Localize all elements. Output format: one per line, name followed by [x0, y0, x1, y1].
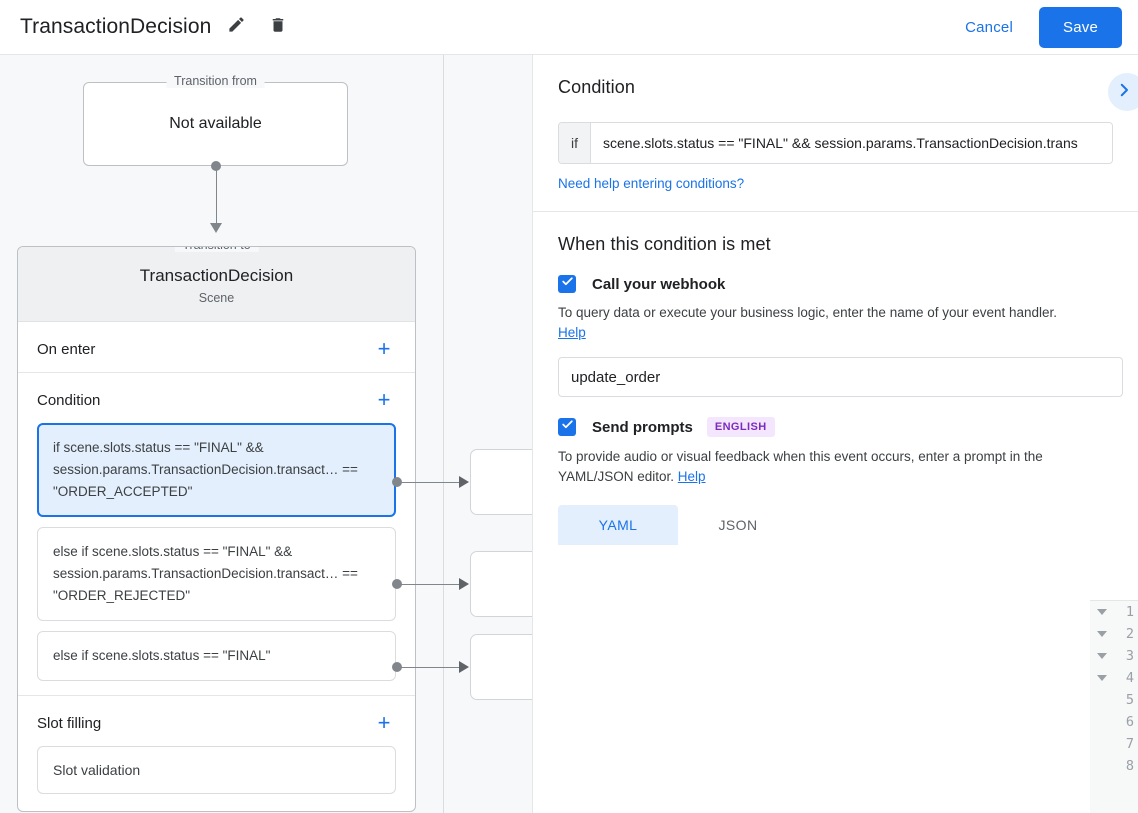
trash-icon — [269, 16, 287, 39]
fold-toggle-icon[interactable] — [1097, 675, 1107, 681]
condition-list: if scene.slots.status == "FINAL" && sess… — [18, 423, 415, 695]
fold-toggle-icon[interactable] — [1097, 653, 1107, 659]
cancel-button[interactable]: Cancel — [951, 10, 1027, 45]
language-badge: ENGLISH — [706, 417, 775, 437]
slot-validation-card[interactable]: Slot validation — [37, 746, 396, 794]
transition-to-legend: Transition to — [174, 247, 259, 252]
prompts-description: To provide audio or visual feedback when… — [533, 447, 1108, 487]
line-number: 2 — [1125, 626, 1134, 642]
condition-expression-input[interactable] — [591, 123, 1112, 163]
line-number: 4 — [1125, 670, 1134, 686]
condition-3-connector-arrow — [459, 661, 469, 673]
gutter-row: 3 — [1090, 645, 1138, 667]
gutter-row: 5 — [1090, 689, 1138, 711]
prompts-checkbox-row: Send prompts ENGLISH — [533, 417, 1138, 437]
webhook-description: To query data or execute your business l… — [533, 303, 1108, 343]
condition-3-target-node[interactable] — [470, 634, 532, 700]
slot-filling-list: Slot validation — [18, 746, 415, 808]
editor-gutter: 1 2 3 4 5 6 7 8 — [1090, 601, 1138, 813]
section-on-enter: On enter + — [18, 322, 415, 373]
webhook-handler-input[interactable] — [558, 357, 1123, 397]
checkmark-icon — [561, 275, 574, 293]
condition-1-connector-line — [397, 482, 459, 483]
section-condition-label: Condition — [37, 391, 101, 409]
condition-1-target-node[interactable] — [470, 449, 532, 515]
expand-panel-button[interactable] — [1108, 73, 1138, 111]
call-webhook-checkbox[interactable] — [558, 275, 576, 293]
edit-name-button[interactable] — [219, 10, 253, 44]
line-number: 3 — [1125, 648, 1134, 664]
condition-if-prefix: if — [559, 123, 591, 163]
transition-from-node[interactable]: Transition from Not available — [83, 74, 348, 166]
need-help-conditions-link[interactable]: Need help entering conditions? — [558, 176, 745, 191]
transition-from-title: Not available — [169, 115, 262, 132]
fold-toggle-icon[interactable] — [1097, 631, 1107, 637]
condition-card-2[interactable]: else if scene.slots.status == "FINAL" &&… — [37, 527, 396, 621]
condition-card-1[interactable]: if scene.slots.status == "FINAL" && sess… — [37, 423, 396, 517]
condition-heading: Condition — [558, 77, 635, 97]
condition-input-group[interactable]: if — [558, 122, 1113, 164]
line-number: 8 — [1125, 758, 1134, 774]
page-title: TransactionDecision — [20, 15, 212, 38]
send-prompts-checkbox[interactable] — [558, 418, 576, 436]
transition-to-node[interactable]: Transition to TransactionDecision Scene … — [17, 246, 416, 812]
section-slot-filling-label: Slot filling — [37, 714, 102, 732]
section-slot-filling: Slot filling + Slot validation — [18, 696, 415, 808]
gutter-row: 4 — [1090, 667, 1138, 689]
gutter-row: 7 — [1090, 733, 1138, 755]
line-number: 1 — [1125, 604, 1134, 620]
webhook-description-text: To query data or execute your business l… — [558, 305, 1058, 320]
scene-header: TransactionDecision Scene — [18, 247, 415, 322]
line-number: 5 — [1125, 692, 1134, 708]
webhook-help-link[interactable]: Help — [558, 325, 586, 340]
save-button[interactable]: Save — [1039, 6, 1122, 48]
canvas-rail — [443, 55, 444, 813]
connector-arrow-down — [210, 223, 222, 233]
pencil-icon — [227, 15, 246, 39]
condition-2-connector-arrow — [459, 578, 469, 590]
gutter-row: 1 — [1090, 601, 1138, 623]
prompts-help-link[interactable]: Help — [677, 469, 706, 484]
condition-2-connector-line — [397, 584, 459, 585]
fold-toggle-icon[interactable] — [1097, 609, 1107, 615]
when-condition-met-section: When this condition is met Call your web… — [533, 212, 1138, 545]
section-on-enter-label: On enter — [37, 340, 96, 358]
condition-section: Condition if Need help entering conditio… — [533, 55, 1138, 212]
delete-button[interactable] — [261, 10, 295, 44]
line-number: 7 — [1125, 736, 1134, 752]
condition-2-target-node[interactable] — [470, 551, 532, 617]
gutter-row: 2 — [1090, 623, 1138, 645]
add-condition-button[interactable]: + — [377, 387, 391, 412]
top-bar: TransactionDecision Cancel Save — [0, 0, 1138, 55]
scene-kind: Scene — [198, 291, 235, 305]
call-webhook-label: Call your webhook — [592, 275, 726, 293]
scene-graph-canvas[interactable]: Transition from Not available Transition… — [0, 55, 533, 813]
detail-panel: Condition if Need help entering conditio… — [533, 55, 1138, 813]
section-condition: Condition + if scene.slots.status == "FI… — [18, 373, 415, 696]
add-on-enter-button[interactable]: + — [377, 336, 391, 361]
scene-name: TransactionDecision — [139, 266, 294, 285]
condition-card-3[interactable]: else if scene.slots.status == "FINAL" — [37, 631, 396, 681]
prompts-description-text: To provide audio or visual feedback when… — [558, 449, 1043, 484]
add-slot-filling-button[interactable]: + — [377, 710, 391, 735]
top-bar-actions: Cancel Save — [951, 6, 1138, 48]
transition-from-legend: Transition from — [166, 74, 265, 88]
condition-1-connector-arrow — [459, 476, 469, 488]
line-number: 6 — [1125, 714, 1134, 730]
yaml-editor[interactable]: 1 2 3 4 5 6 7 8 candidates: - first_simp… — [1090, 600, 1138, 813]
when-condition-met-heading: When this condition is met — [558, 234, 771, 254]
gutter-row: 6 — [1090, 711, 1138, 733]
chevron-right-icon — [1120, 81, 1133, 104]
webhook-checkbox-row: Call your webhook — [533, 275, 1138, 293]
connector-line-vertical — [216, 166, 217, 228]
tab-yaml[interactable]: YAML — [558, 505, 678, 545]
gutter-row: 8 — [1090, 755, 1138, 777]
send-prompts-label: Send prompts — [592, 418, 693, 436]
editor-format-tabs: YAML JSON — [558, 505, 1113, 545]
condition-3-connector-line — [397, 667, 459, 668]
tab-json[interactable]: JSON — [718, 517, 758, 533]
checkmark-icon — [561, 418, 574, 436]
